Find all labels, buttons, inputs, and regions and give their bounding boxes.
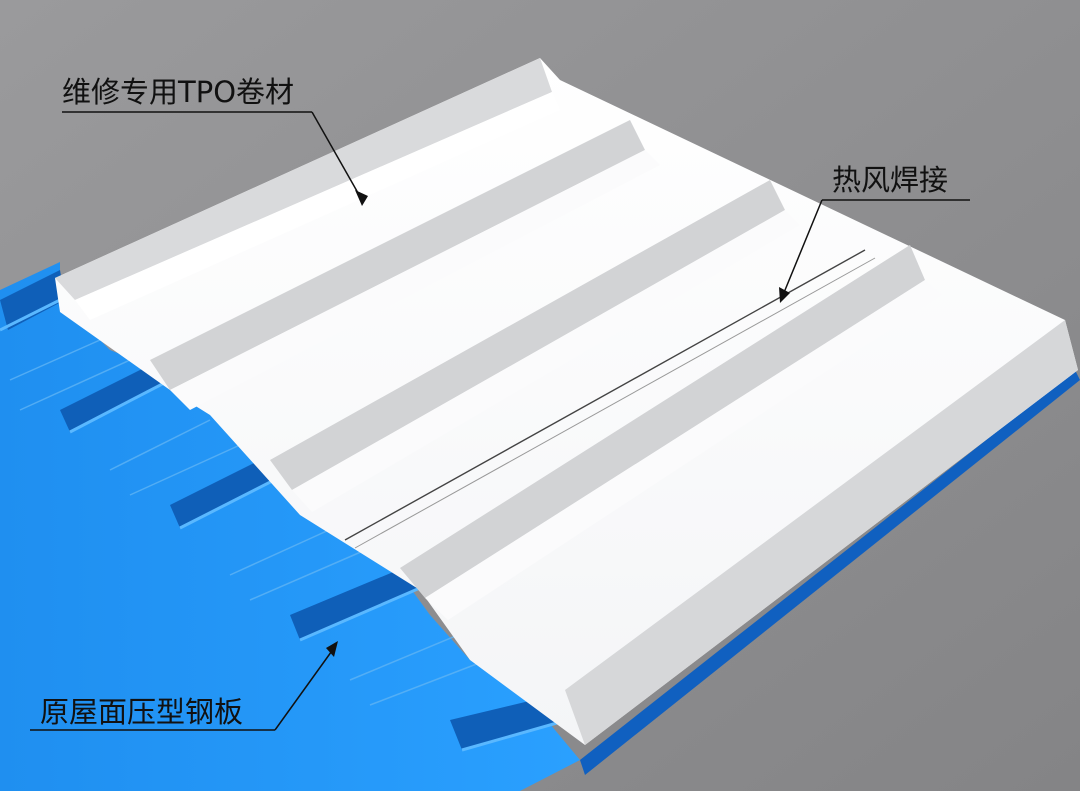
leader-line <box>311 111 363 201</box>
steel-sheet <box>0 262 1080 791</box>
weld-seam-line <box>344 249 866 541</box>
steel-rib <box>0 270 65 330</box>
label-hot-air-weld: 热风焊接 <box>832 163 948 197</box>
callout-tpo: 维修专用TPO卷材 <box>62 75 368 206</box>
arrow-icon <box>355 190 368 206</box>
callout-steel: 原屋面压型钢板 <box>30 641 338 731</box>
membrane-rib <box>270 180 785 490</box>
membrane-rib-face <box>292 210 800 512</box>
arrow-icon <box>779 287 790 303</box>
steel-rib <box>290 565 420 640</box>
membrane-rib <box>55 58 552 300</box>
arrow-icon <box>326 641 338 657</box>
steel-rib-highlight <box>69 378 171 434</box>
membrane-surface <box>55 58 1078 745</box>
leader-line <box>274 647 335 731</box>
leader-line <box>782 199 823 296</box>
steel-rib <box>60 360 170 432</box>
membrane-rib <box>400 245 925 598</box>
tpo-membrane <box>55 58 1078 745</box>
label-steel-sheet: 原屋面压型钢板 <box>40 695 243 729</box>
membrane-rib-face <box>170 150 660 410</box>
steel-sheet-edge <box>580 370 1080 775</box>
callout-weld: 热风焊接 <box>779 163 970 303</box>
membrane-rib-face <box>425 280 942 620</box>
membrane-rib-face <box>75 92 560 320</box>
membrane-rib <box>565 320 1078 745</box>
weld-seam-edge <box>354 257 876 549</box>
steel-rib-highlight <box>0 298 61 332</box>
steel-rib-highlight <box>299 586 421 642</box>
label-tpo-membrane: 维修专用TPO卷材 <box>62 75 294 109</box>
membrane-rib <box>150 120 645 390</box>
